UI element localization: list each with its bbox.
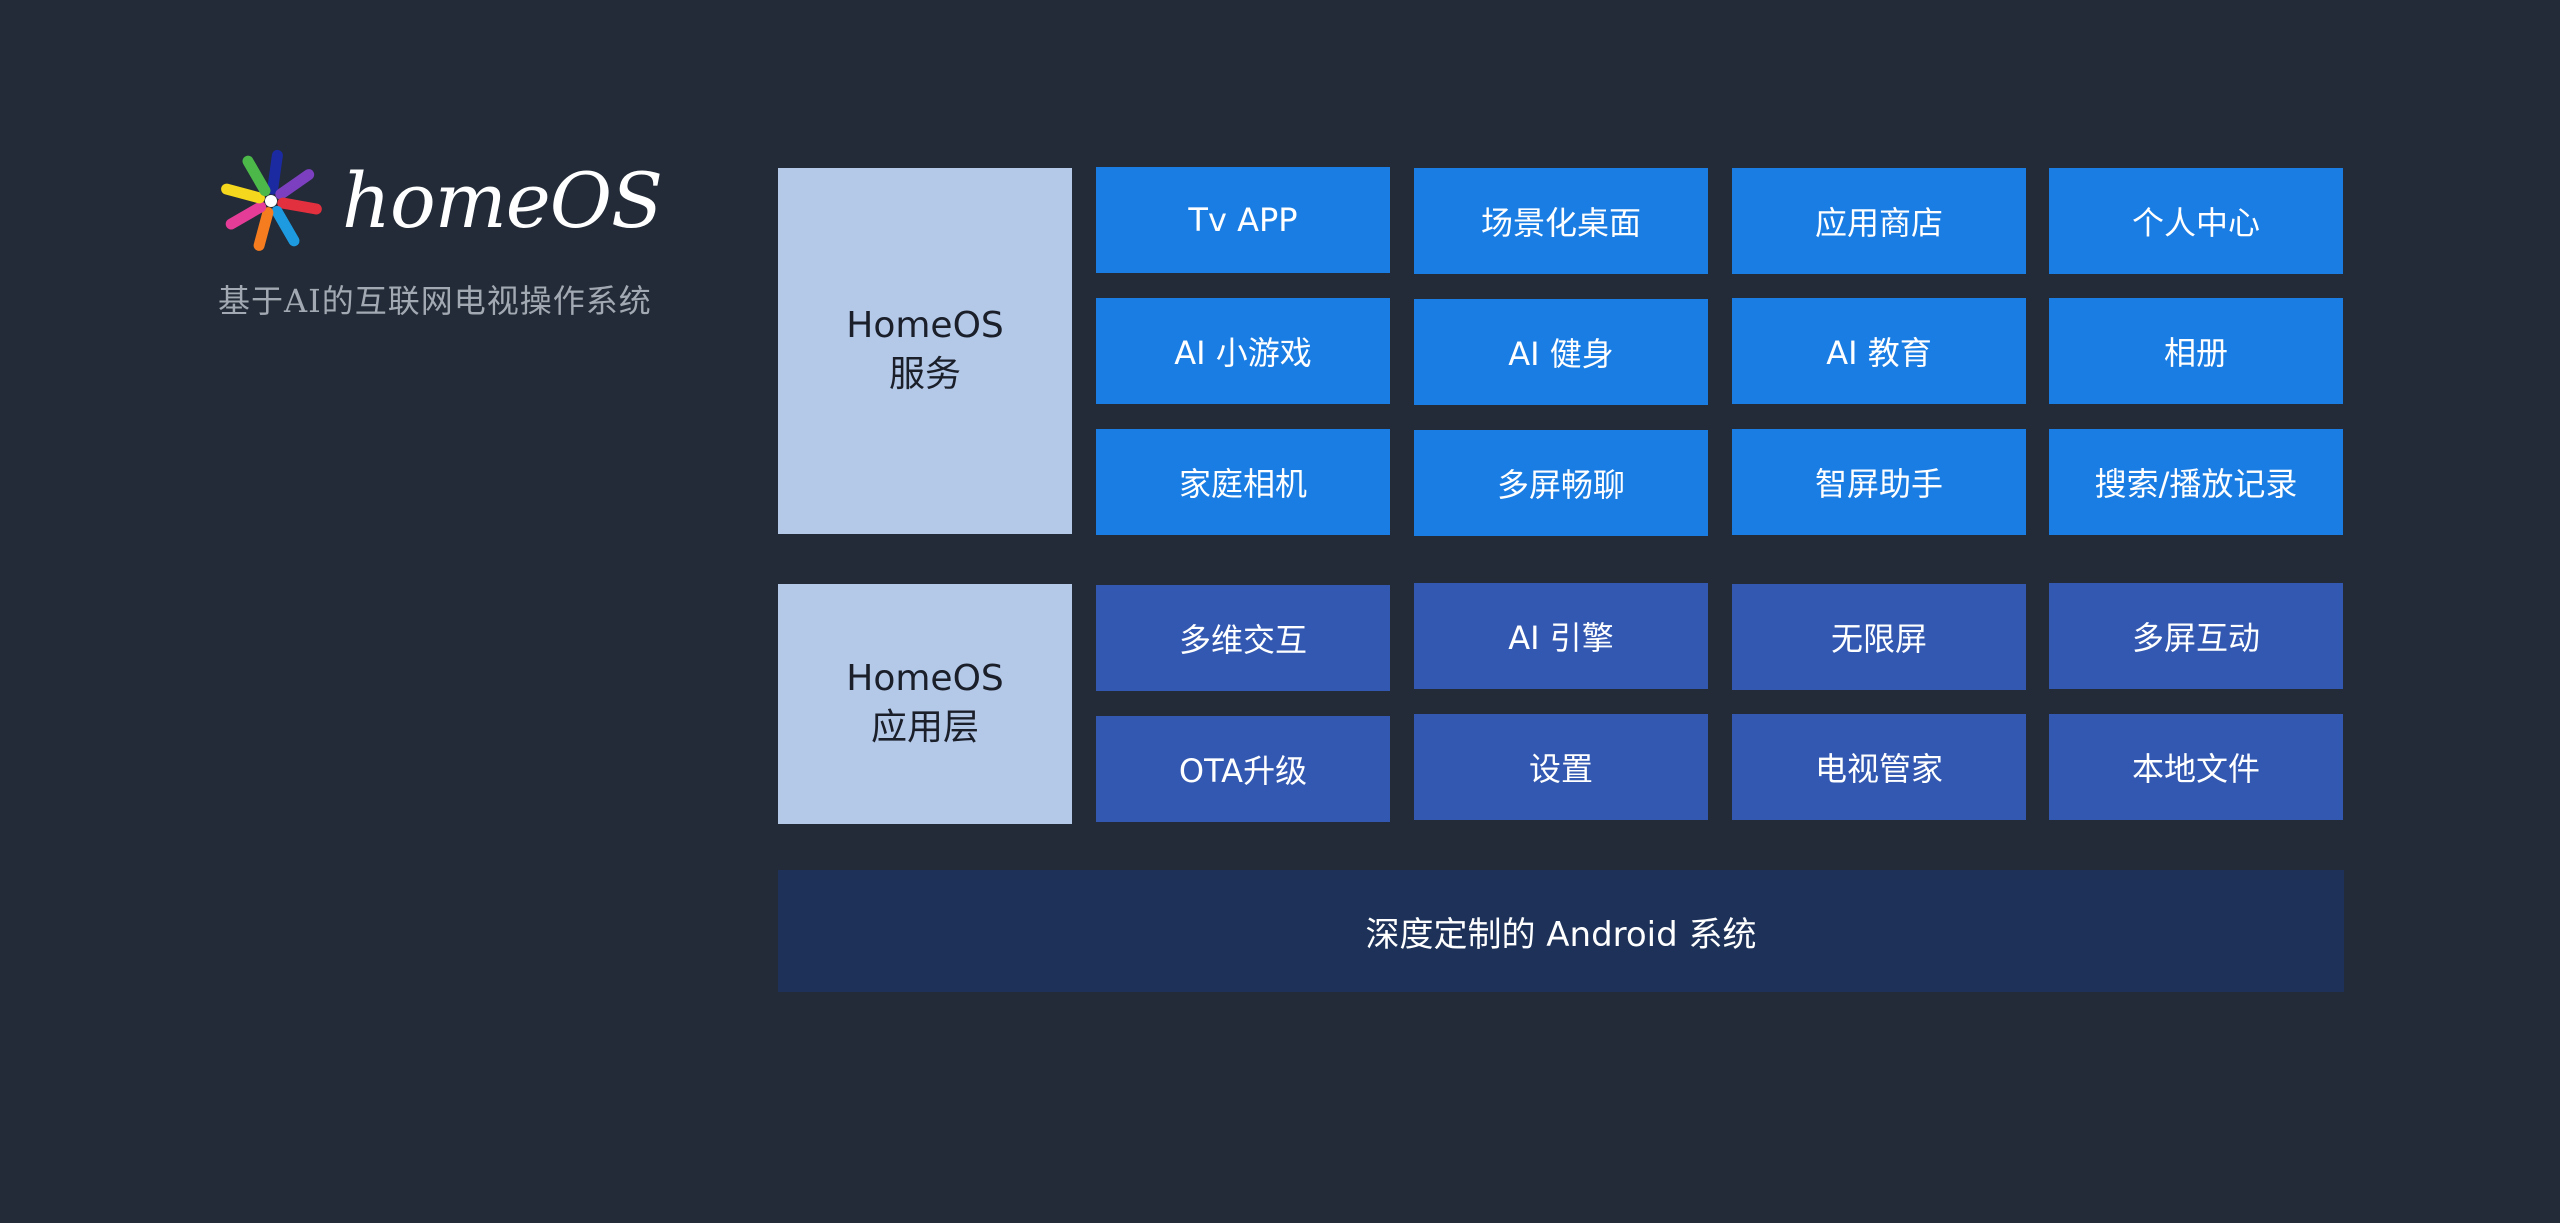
homeos-logo-icon	[221, 149, 322, 251]
logo-petal	[271, 205, 300, 247]
service-tile: AI 小游戏	[1096, 298, 1390, 404]
brand: homeOS 基于AI的互联网电视操作系统	[218, 146, 663, 322]
app-layer-tile: OTA升级	[1096, 716, 1390, 822]
logo-row: homeOS	[218, 146, 663, 256]
service-tile: 个人中心	[2049, 168, 2343, 274]
app-layer-label: HomeOS 应用层	[778, 584, 1072, 824]
service-tile: 搜索/播放记录	[2049, 429, 2343, 535]
logo-petal	[225, 201, 267, 230]
app-layer-tile: 无限屏	[1732, 584, 2026, 690]
android-base-layer: 深度定制的 Android 系统	[778, 870, 2344, 992]
service-tile: AI 健身	[1414, 299, 1708, 405]
service-tile: 家庭相机	[1096, 429, 1390, 535]
service-tile: 相册	[2049, 298, 2343, 404]
app-label-line2: 应用层	[870, 707, 979, 748]
service-tile: 应用商店	[1732, 168, 2026, 274]
logo-petal	[267, 149, 283, 195]
logo-petal	[221, 183, 265, 204]
service-tile: 场景化桌面	[1414, 168, 1708, 274]
logo-petal	[242, 155, 271, 197]
app-label-line1: HomeOS	[846, 658, 1004, 700]
service-tile: AI 教育	[1732, 298, 2026, 404]
app-layer-tile: 多维交互	[1096, 585, 1390, 691]
logo-petal	[277, 197, 322, 215]
logo-petal	[253, 207, 274, 251]
service-tile: 多屏畅聊	[1414, 430, 1708, 536]
logo-petal	[275, 169, 315, 200]
app-layer-tile: 电视管家	[1732, 714, 2026, 820]
app-layer-tile: AI 引擎	[1414, 583, 1708, 689]
brand-tagline: 基于AI的互联网电视操作系统	[218, 282, 652, 320]
app-layer-tile: 本地文件	[2049, 714, 2343, 820]
services-label-line1: HomeOS	[846, 305, 1004, 347]
brand-name: homeOS	[342, 156, 663, 245]
service-tile: 智屏助手	[1732, 429, 2026, 535]
services-layer-label: HomeOS 服务	[778, 168, 1072, 534]
app-layer-tile: 设置	[1414, 714, 1708, 820]
app-layer-tile: 多屏互动	[2049, 583, 2343, 689]
service-tile: Tv APP	[1096, 167, 1390, 273]
services-label-line2: 服务	[888, 354, 961, 395]
